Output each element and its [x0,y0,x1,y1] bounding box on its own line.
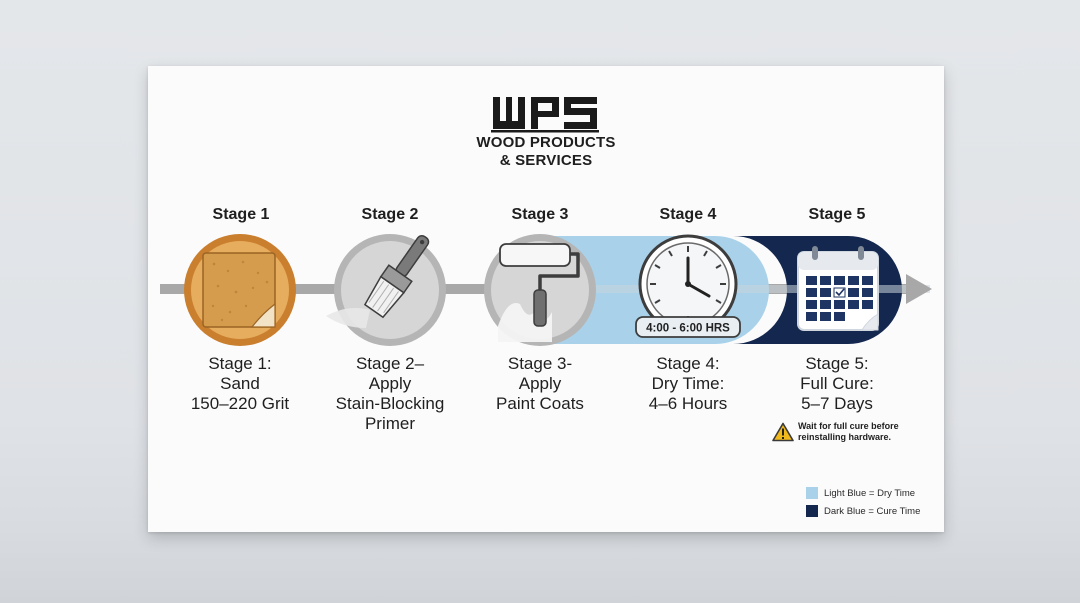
legend-item-cure: Dark Blue = Cure Time [806,502,920,520]
wps-logo-icon [491,97,599,133]
warning-text: Wait for full cure before reinstalling h… [798,421,899,442]
legend-label-dry: Light Blue = Dry Time [824,487,916,499]
legend: Light Blue = Dry Time Dark Blue = Cure T… [806,484,920,520]
stage-4-heading: Stage 4 [659,206,717,223]
paint-roller-icon [484,234,596,346]
paintbrush-icon [326,234,446,346]
stage-3-description: Stage 3- Apply Paint Coats [496,354,584,413]
calendar-icon [797,246,879,331]
brand-logo: WOOD PRODUCTS & SERVICES [148,94,944,170]
stage-2-description: Stage 2– Apply Stain-Blocking Primer [335,354,445,433]
clock-icon [638,234,738,334]
stage-1-heading: Stage 1 [212,206,270,223]
brand-name-line2: & SERVICES [499,152,593,169]
legend-item-dry: Light Blue = Dry Time [806,484,920,502]
floor [0,518,1080,603]
cure-warning-note: Wait for full cure before reinstalling h… [772,420,932,446]
legend-swatch-dry [806,487,818,499]
legend-swatch-cure [806,505,818,517]
poster: WOOD PRODUCTS & SERVICES Stage 1 Stage 2… [148,66,944,532]
timeline-arrowhead [906,274,932,304]
brand-name-line1: WOOD PRODUCTS [476,134,616,151]
sandpaper-icon [184,234,296,346]
stage-2-heading: Stage 2 [361,206,419,223]
dry-time-badge: 4:00 - 6:00 HRS [635,316,741,338]
legend-label-cure: Dark Blue = Cure Time [824,505,921,517]
timeline: 4:00 - 6:00 HRS [160,234,932,346]
stage-3-heading: Stage 3 [511,206,569,223]
stage-1-description: Stage 1: Sand 150–220 Grit [190,354,290,413]
dry-time-badge-label: 4:00 - 6:00 HRS [646,323,730,335]
stage-5-heading: Stage 5 [808,206,866,223]
stage-4-description: Stage 4: Dry Time: 4–6 Hours [648,354,728,413]
warning-icon [772,422,794,442]
stage-5-description: Stage 5: Full Cure: 5–7 Days [800,354,874,413]
